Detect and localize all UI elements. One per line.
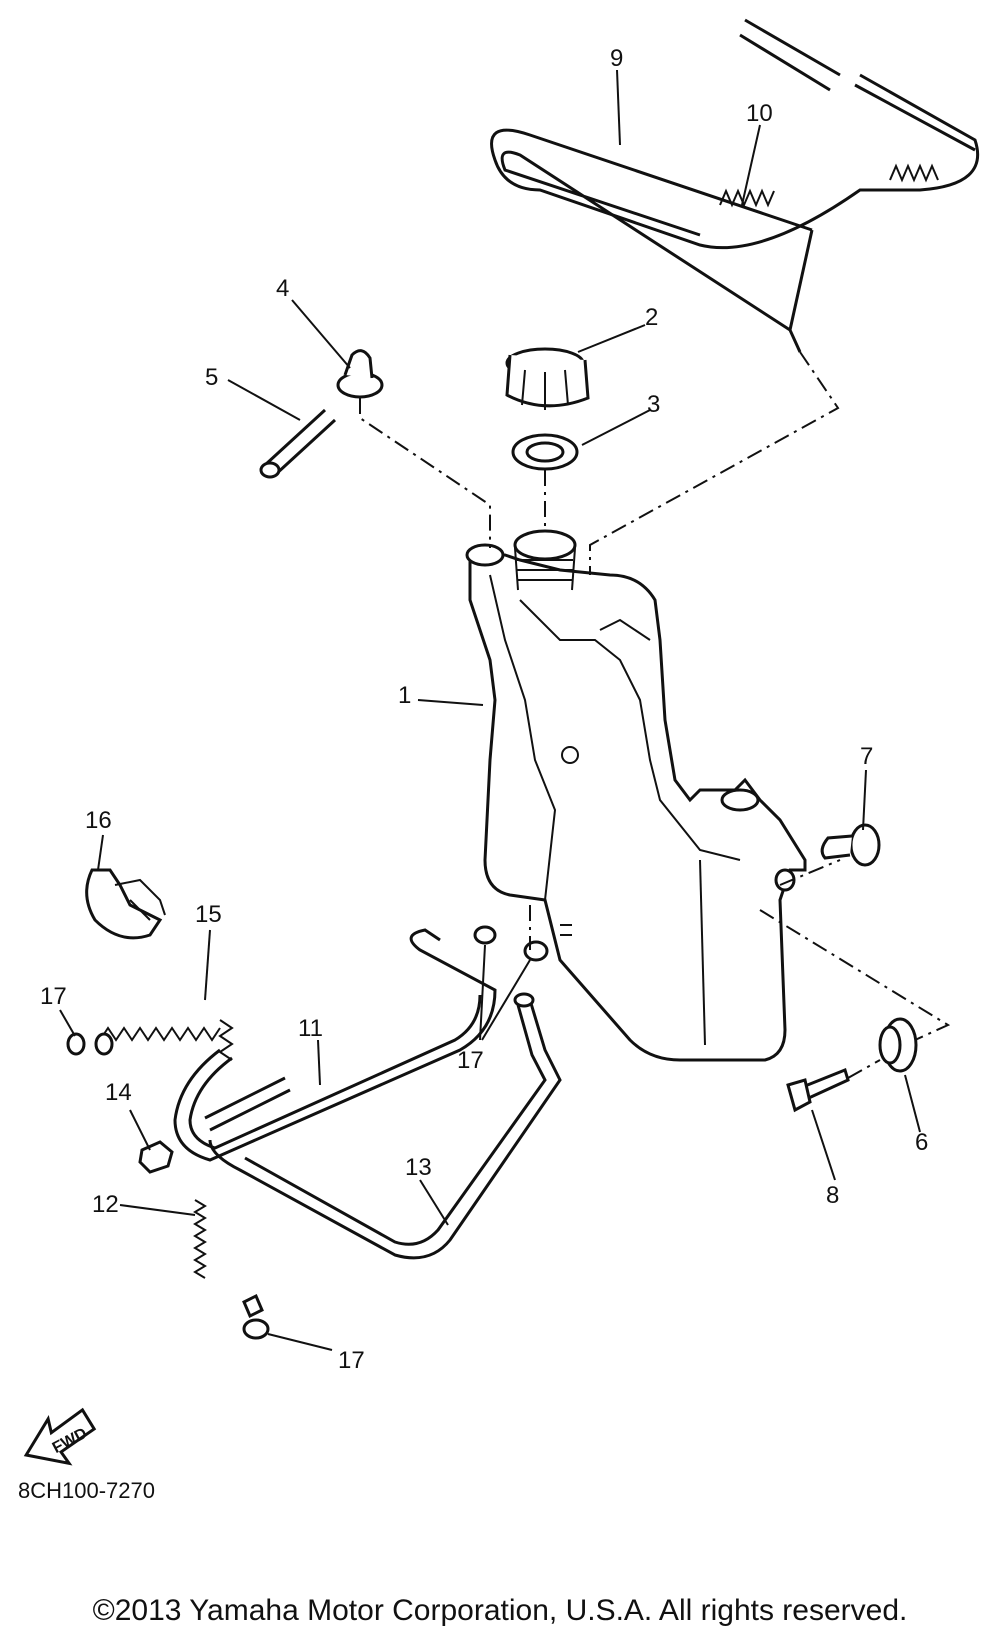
oil-hose-part-11 — [173, 928, 497, 1162]
spring-part-12 — [193, 1199, 207, 1279]
bolt-part-8 — [786, 1067, 850, 1113]
grommet-part-7 — [820, 823, 881, 867]
gasket-part-3 — [511, 433, 579, 471]
spring-hose-part-15 — [94, 1019, 234, 1061]
short-hose-part-5 — [259, 408, 337, 479]
vent-hose-part-9 — [490, 18, 980, 353]
callout-17-c: 17 — [338, 1347, 365, 1374]
spring-part-10 — [719, 163, 939, 208]
callout-1: 1 — [398, 682, 411, 709]
callout-8: 8 — [826, 1182, 839, 1209]
callout-11: 11 — [298, 1015, 323, 1042]
damper-part-6 — [878, 1017, 918, 1073]
callout-3: 3 — [647, 391, 660, 418]
cap-part-2 — [505, 347, 590, 410]
assembly-lines — [359, 351, 951, 1079]
callout-17-a: 17 — [40, 983, 67, 1010]
leader-lines — [59, 69, 921, 1351]
callout-13: 13 — [405, 1154, 432, 1181]
callout-5: 5 — [205, 364, 218, 391]
oil-hose-part-13 — [208, 992, 562, 1260]
clip-part-17 — [66, 925, 549, 1340]
callout-12: 12 — [92, 1191, 119, 1218]
callout-16: 16 — [85, 807, 112, 834]
oil-tank-part-1 — [465, 529, 807, 1062]
callout-10: 10 — [746, 100, 773, 127]
callout-6: 6 — [915, 1129, 928, 1156]
plug-part-4 — [336, 349, 384, 399]
callout-4: 4 — [276, 275, 289, 302]
fwd-arrow-icon: FWD — [23, 1407, 97, 1466]
callout-9: 9 — [610, 45, 623, 72]
callout-7: 7 — [860, 743, 873, 770]
callout-17-b: 17 — [457, 1047, 484, 1074]
callout-numbers: 1 2 3 4 5 6 7 8 9 10 11 12 13 14 15 16 1… — [40, 45, 928, 1374]
callout-14: 14 — [105, 1079, 132, 1106]
fitting-part-14 — [138, 1140, 174, 1174]
callout-15: 15 — [195, 901, 222, 928]
clamp-part-16 — [85, 868, 166, 940]
copyright-notice: ©2013 Yamaha Motor Corporation, U.S.A. A… — [92, 1594, 908, 1627]
diagram-code: 8CH100-7270 — [18, 1478, 155, 1503]
callout-2: 2 — [645, 304, 658, 331]
